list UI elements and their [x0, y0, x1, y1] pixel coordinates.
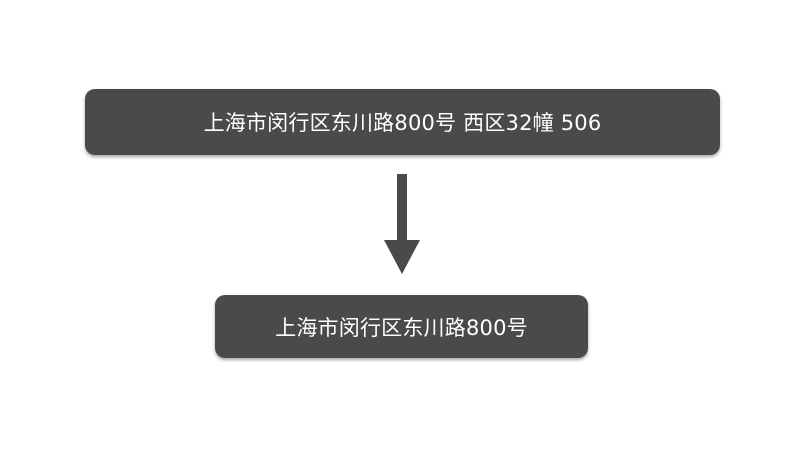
source-address-text: 上海市闵行区东川路800号 西区32幢 506: [203, 111, 602, 135]
target-address-box: 上海市闵行区东川路800号: [215, 295, 588, 358]
arrow-shaft: [397, 174, 407, 244]
source-address-box: 上海市闵行区东川路800号 西区32幢 506: [85, 89, 720, 155]
down-arrow-icon: [384, 174, 420, 274]
arrow-head: [384, 240, 420, 274]
target-address-text: 上海市闵行区东川路800号: [275, 315, 528, 340]
